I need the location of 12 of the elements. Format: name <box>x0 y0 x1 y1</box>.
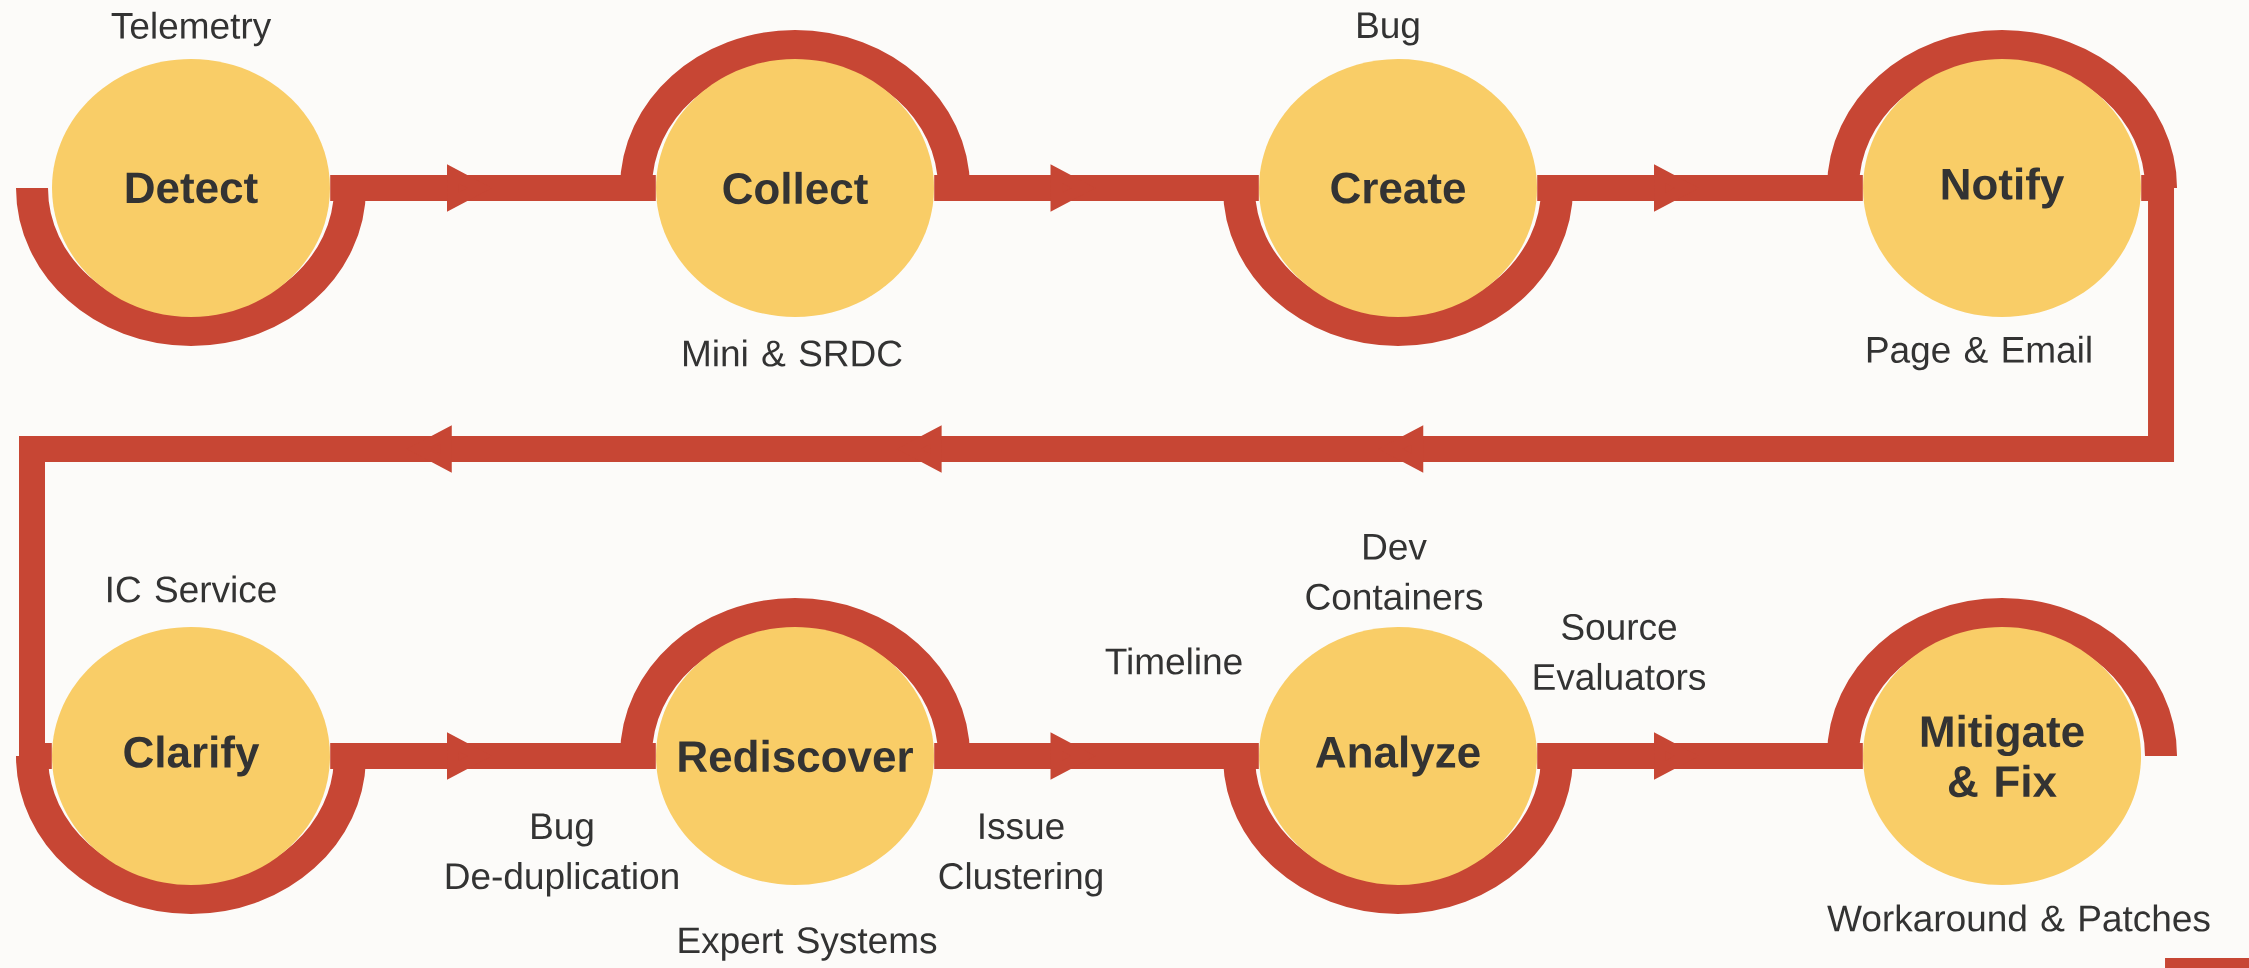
caption-text: Dev Containers <box>1306 534 1483 610</box>
caption-text: Source Evaluators <box>1534 613 1706 691</box>
caption-text: Timeline <box>1105 647 1242 675</box>
caption-text: Issue Clustering <box>939 813 1102 897</box>
caption-text: IC Service <box>108 575 276 603</box>
caption-text: Workaround & Patches <box>1827 904 2210 932</box>
caption-text: Expert Systems <box>679 927 937 961</box>
caption-text: Telemetry <box>111 11 272 47</box>
caption-text: Mini & SRDC <box>684 339 902 367</box>
caption-text: Bug <box>1358 12 1419 46</box>
caption-text: Page & Email <box>1867 335 2091 371</box>
arrow <box>19 175 2175 769</box>
